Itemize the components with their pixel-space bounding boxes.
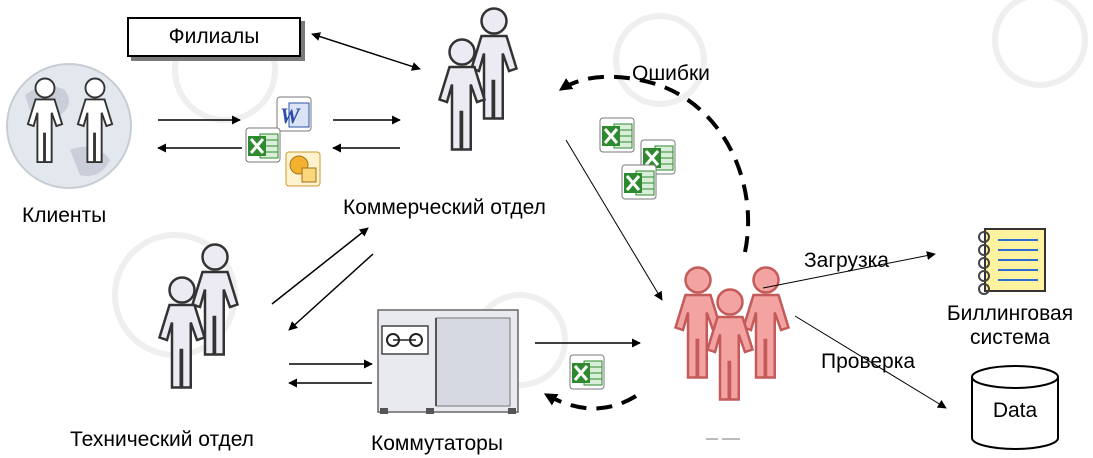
excel-doc-icon bbox=[568, 116, 677, 391]
technical-dept-label: Технический отдел bbox=[70, 428, 254, 451]
billing-system-label-line1: Биллинговая bbox=[946, 302, 1074, 325]
commercial-dept-people-icon bbox=[438, 7, 518, 151]
switches-label: Коммутаторы bbox=[371, 432, 503, 455]
outlook-doc-icon bbox=[285, 151, 321, 187]
branches-box: Филиалы bbox=[127, 17, 301, 57]
office-documents-icon: W bbox=[244, 96, 321, 187]
flow-arrows bbox=[157, 32, 947, 411]
telephone-switch-icon bbox=[377, 309, 519, 414]
upload-label: Загрузка bbox=[804, 249, 889, 272]
check-label: Проверка bbox=[821, 350, 916, 373]
billing-system-label-line2: система bbox=[970, 326, 1050, 350]
errors-label: Ошибки bbox=[632, 62, 710, 85]
branches-label: Филиалы bbox=[168, 25, 260, 48]
globe-icon bbox=[6, 63, 132, 189]
small-mark bbox=[706, 438, 740, 440]
billing-system-label: Биллинговая система bbox=[930, 302, 1090, 350]
svg-text:W: W bbox=[280, 103, 301, 128]
data-label: Data bbox=[992, 399, 1038, 422]
commercial-dept-label: Коммерческий отдел bbox=[343, 196, 546, 219]
billing-notebook-icon bbox=[978, 228, 1046, 295]
clients-label: Клиенты bbox=[22, 204, 107, 227]
excel-doc-icon bbox=[244, 126, 282, 164]
analyst-team-icon bbox=[674, 266, 790, 401]
word-doc-icon: W bbox=[276, 96, 312, 132]
database-cylinder-icon bbox=[971, 365, 1059, 450]
